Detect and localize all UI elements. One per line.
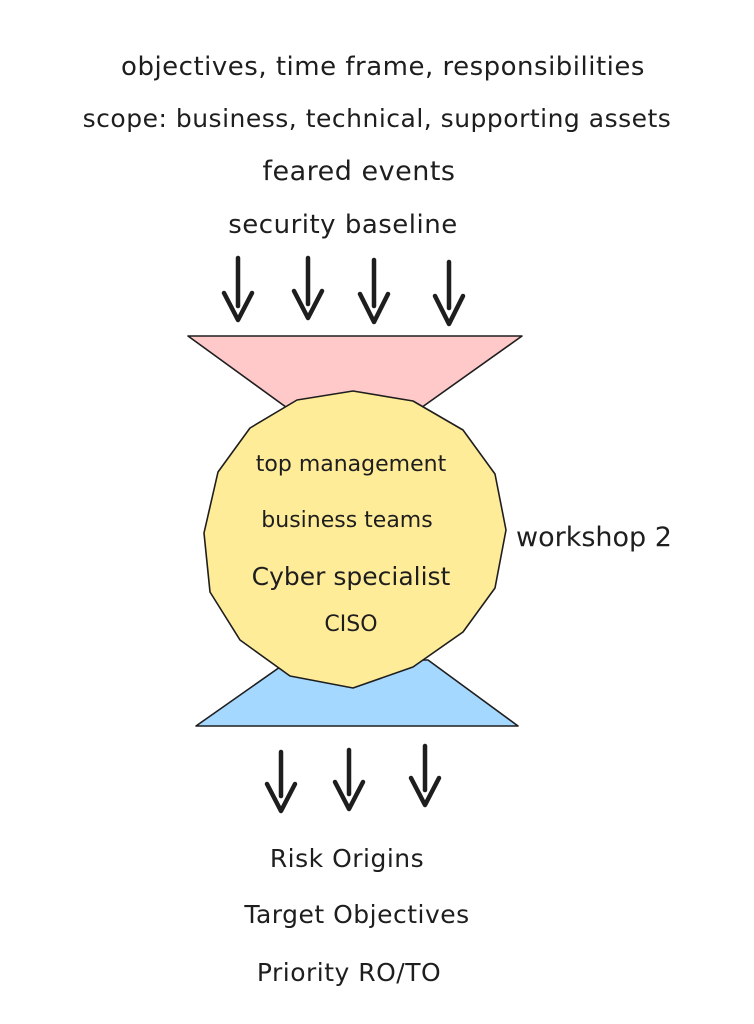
input-arrow-4 (432, 259, 466, 327)
output-priority-ro-to: Priority RO/TO (256, 958, 442, 987)
input-security-baseline: security baseline (228, 210, 458, 240)
participant-ciso: CISO (324, 612, 378, 637)
output-arrow-2 (332, 747, 366, 812)
workshop-label: workshop 2 (516, 522, 672, 553)
input-objectives: objectives, time frame, responsibilities (121, 52, 645, 82)
input-arrow-2 (291, 255, 325, 321)
output-risk-origins: Risk Origins (269, 844, 425, 873)
input-arrow-3 (357, 257, 391, 325)
output-target-objectives: Target Objectives (244, 900, 470, 929)
input-arrow-1 (221, 255, 255, 323)
participant-business-teams: business teams (261, 508, 433, 533)
output-arrow-3 (408, 743, 442, 808)
output-arrow-1 (264, 749, 298, 814)
input-scope: scope: business, technical, supporting a… (82, 104, 672, 133)
participant-top-management: top management (255, 452, 447, 477)
input-feared-events: feared events (262, 156, 456, 187)
participant-cyber-specialist: Cyber specialist (251, 562, 451, 591)
participants-shape (203, 390, 507, 689)
